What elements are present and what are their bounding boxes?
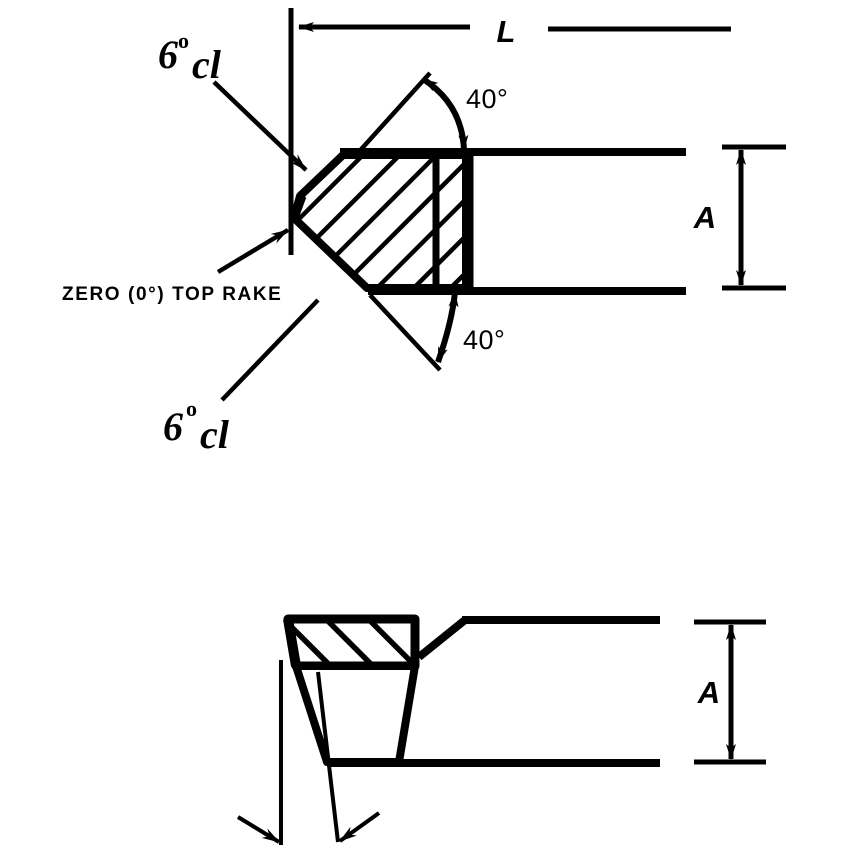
height-dimension-upper-group: A [693, 144, 786, 291]
angle-upper-label: 40° [466, 84, 508, 114]
height-dimension-lower-label: A [697, 675, 720, 710]
clearance-lower-degree-icon: o [186, 396, 197, 421]
top-rake-note-group: ZERO (0°) TOP RAKE [62, 228, 290, 305]
angle-lower-label: 40° [463, 325, 505, 355]
plan-clearance-dimension-group [236, 660, 381, 845]
top-rake-note-label: ZERO (0°) TOP RAKE [62, 284, 282, 305]
top-view-group: A [236, 614, 766, 845]
clearance-lower-value: 6 [163, 404, 183, 449]
plan-clearance-arrow-left [236, 815, 281, 844]
clearance-upper-leader-line [212, 80, 308, 172]
carbide-insert-side [289, 151, 474, 292]
height-dimension-lower-group: A [694, 619, 766, 765]
clearance-lower-unit: cl [200, 412, 230, 457]
angle-lower-reference-line [368, 293, 442, 372]
side-view-group: L 6 o cl 40° 40° [62, 8, 786, 457]
clearance-note-upper-group: 6 o cl [158, 28, 308, 172]
clearance-upper-value: 6 [158, 32, 178, 77]
clearance-upper-degree-icon: o [178, 28, 189, 53]
nose-chamfer-face [289, 194, 307, 220]
insert-flank-relief-area [292, 662, 419, 766]
carbide-insert-plan [283, 614, 420, 766]
carbide-insert-hatched-area [290, 151, 470, 292]
clearance-note-lower-group: 6 o cl [163, 298, 320, 457]
plan-step-transition [416, 616, 468, 661]
height-dimension-upper-label: A [693, 200, 716, 235]
clearance-lower-leader-line [220, 298, 320, 402]
carbide-insert-plan-hatched-area [283, 614, 420, 671]
top-rake-leader-line [216, 228, 290, 274]
angle-upper-arc [421, 76, 469, 151]
plan-clearance-ext-line-right [316, 671, 340, 843]
plan-nose-left-edge [283, 618, 301, 667]
length-dimension-label: L [497, 14, 516, 49]
plan-clearance-arrow-right [338, 811, 381, 843]
clearance-upper-unit: cl [192, 42, 222, 87]
angle-lower-arc [435, 291, 459, 363]
angle-lower-group: 40° [368, 291, 505, 372]
